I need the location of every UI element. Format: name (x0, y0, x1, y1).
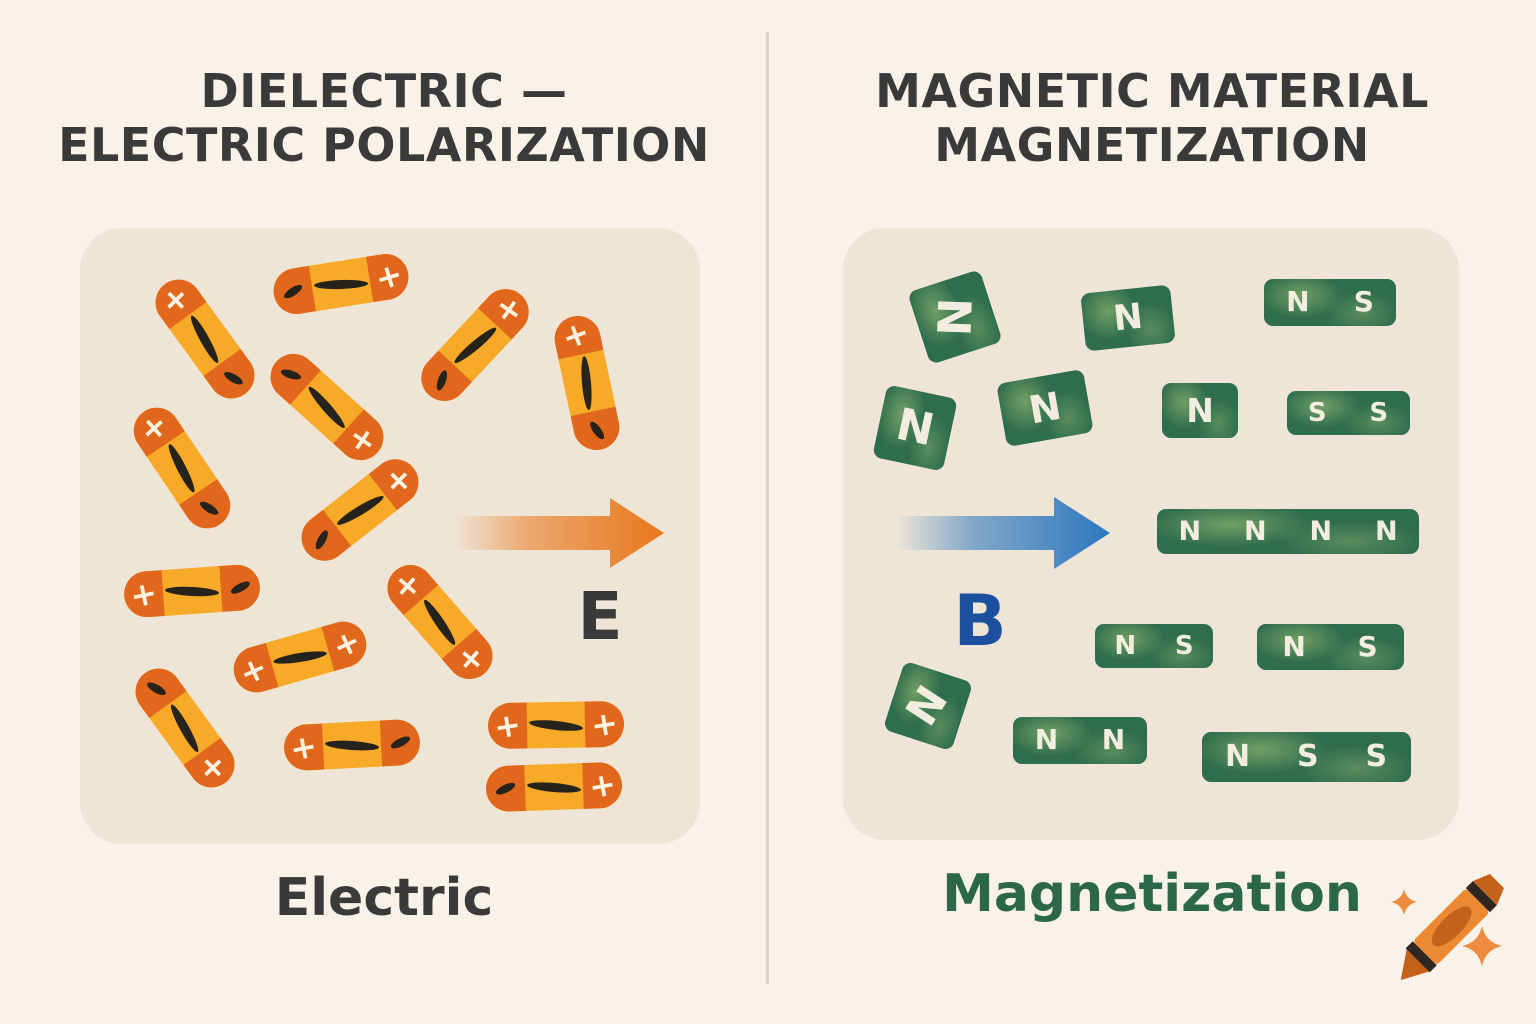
minus-charge-glyph (279, 367, 303, 382)
plus-charge-glyph: + (126, 573, 161, 616)
dipole-body (524, 763, 584, 811)
right-caption: Magnetization (942, 864, 1362, 924)
magnet-pole-letter: N (1282, 630, 1306, 663)
right-title-line2: MAGNETIZATION (934, 118, 1370, 173)
dipole-slit (324, 738, 380, 752)
dipole-slit (313, 278, 369, 290)
plus-charge-glyph: + (585, 764, 619, 807)
magnet-pole-letter: N (1111, 296, 1145, 339)
b-field-label: B (953, 580, 1007, 662)
magnet-pole-letter: S (1174, 631, 1194, 661)
magnet-pole-letter: N (896, 677, 959, 735)
plus-charge-glyph: + (554, 316, 600, 355)
dipole-slit (451, 324, 499, 366)
minus-charge-glyph (282, 282, 305, 301)
magnet-pole-letter: N (891, 398, 939, 457)
dipole-body (161, 566, 222, 616)
minus-charge-glyph (434, 369, 450, 392)
e-field-label: E (577, 578, 623, 655)
minus-charge-glyph (229, 579, 252, 597)
magnet-pole-letter: N (1374, 515, 1398, 547)
left-title-line2: ELECTRIC POLARIZATION (58, 118, 710, 173)
dipole: + (122, 563, 262, 619)
minus-charge-glyph (313, 528, 331, 552)
minus-charge-glyph (494, 780, 517, 797)
dipole-slit (580, 355, 594, 411)
minus-charge-glyph (587, 419, 607, 442)
left-title-line1: DIELECTRIC — (200, 64, 568, 118)
dipole: + (282, 718, 422, 772)
b-field-arrow-icon (896, 497, 1110, 569)
magnet-pole-letter: N (1286, 285, 1310, 318)
vertical-divider (766, 32, 769, 984)
dipole-body (527, 701, 586, 748)
magnet-pole-letter: S (1365, 739, 1388, 774)
plus-charge-glyph: + (233, 647, 274, 694)
minus-charge-glyph (198, 499, 221, 518)
minus-charge-glyph (222, 369, 245, 387)
magnet-pole-letter: N (1178, 515, 1202, 547)
dipole-slit (526, 780, 582, 794)
plus-charge-glyph: + (370, 254, 408, 299)
magnet-pole-letter: N (1243, 515, 1267, 547)
dipole-slit (272, 648, 328, 666)
dipole-slit (528, 717, 584, 733)
magnet-pole-letter: S (1307, 398, 1327, 428)
right-title-line1: MAGNETIC MATERIAL (875, 64, 1429, 118)
dipole-slit (334, 492, 386, 528)
dipole-body (309, 257, 373, 312)
dipole-slit (164, 585, 220, 597)
left-title: DIELECTRIC — ELECTRIC POLARIZATION (0, 64, 768, 173)
dipole: + (485, 761, 623, 813)
crayon-icon (1391, 874, 1504, 981)
magnet-domain: N (872, 384, 958, 472)
magnet-pole-letter: N (1101, 723, 1126, 756)
dipole-slit (165, 441, 199, 495)
magnet-pole-letter: N (1114, 631, 1137, 661)
magnet-pole-letter: S (1357, 630, 1378, 663)
magnet-pole-letter: S (1296, 739, 1319, 774)
magnet-pole-letter: N (1034, 723, 1059, 756)
right-title: MAGNETIC MATERIAL MAGNETIZATION (768, 64, 1536, 173)
plus-charge-glyph: + (326, 620, 367, 667)
minus-charge-glyph (389, 734, 412, 751)
magnet-domain: N (1080, 284, 1176, 352)
dipole-slit (421, 597, 459, 647)
magnet-pole-letter: S (1369, 398, 1389, 428)
plus-charge-glyph: + (286, 726, 321, 769)
dipole-body (322, 721, 382, 770)
magnet-pole-letter: N (1186, 390, 1214, 430)
magnet-pole-letter: N (927, 296, 983, 338)
magnet-pole-letter: S (1353, 285, 1374, 318)
magnet-pole-letter: N (1224, 739, 1251, 774)
plus-charge-glyph: + (588, 703, 621, 746)
sparkle-icon (1391, 889, 1417, 915)
left-caption: Electric (274, 868, 494, 928)
minus-charge-glyph (145, 680, 168, 698)
dipole-slit (187, 313, 223, 365)
magnet-pole-letter: N (1025, 383, 1065, 433)
dipole-slit (167, 702, 203, 754)
magnet-domain: N (1162, 382, 1238, 438)
magnet-pole-letter: N (1309, 515, 1333, 547)
dipole: ++ (487, 700, 625, 750)
plus-charge-glyph: + (491, 704, 524, 747)
sparkle-icon (1461, 925, 1503, 967)
dipole-slit (305, 383, 349, 431)
e-field-arrow-icon (454, 498, 664, 568)
